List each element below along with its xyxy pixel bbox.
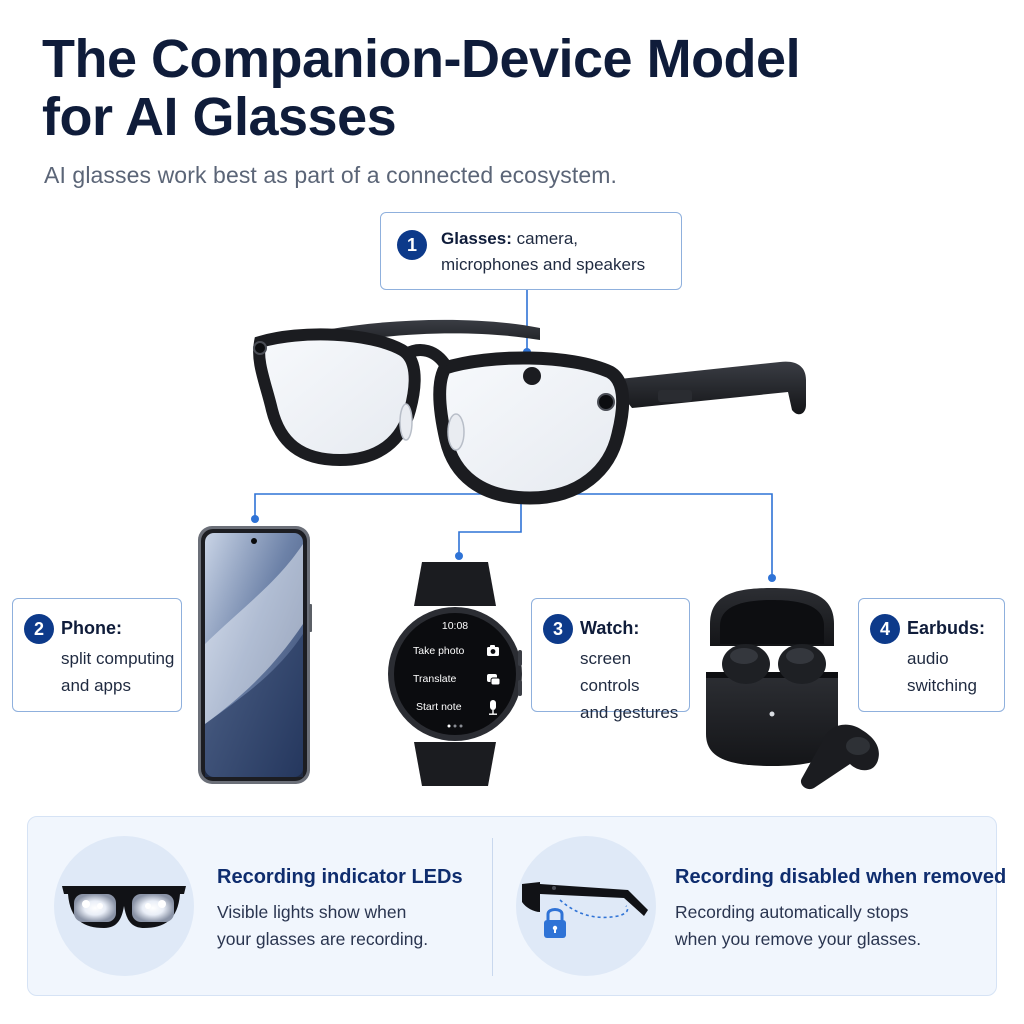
feature-desc-leds-line-2: your glasses are recording. [217,929,429,949]
watch-item-translate[interactable]: Translate [413,673,457,685]
callout-badge-3: 3 [543,614,573,644]
page-subtitle: AI glasses work best as part of a connec… [44,162,618,188]
title-line-2: for AI Glasses [42,87,397,147]
callout-phone-desc: split computing and apps [61,645,174,699]
phone-illustration [198,526,312,784]
camera-icon [487,645,499,656]
watch-time: 10:08 [441,620,469,632]
callout-phone: 2 Phone: split computing and apps [12,598,182,712]
smartwatch-illustration: 10:08 Take photo Translate Start note [388,562,522,786]
callout-watch-line-1: screen controls [580,649,640,695]
feature-desc-lock-line-1: Recording automatically stops [675,902,909,922]
callout-badge-2: 2 [24,614,54,644]
page-title: The Companion-Device Model for AI Glasse… [42,30,942,146]
callout-watch-line-2: and gestures [580,703,679,722]
callout-phone-line-2: and apps [61,676,131,695]
callout-watch: 3 Watch: screen controls and gestures [531,598,690,722]
connector-watch [458,500,522,556]
callout-phone-title: Phone: [61,618,122,638]
callout-watch-title: Watch: [580,618,640,638]
smart-glasses-illustration [253,319,806,505]
feature-title-leds: Recording indicator LEDs [217,866,463,888]
callout-glasses-line-2: microphones and speakers [441,255,646,274]
callout-glasses-line-1: Glasses: camera, [441,229,578,249]
watch-icons [447,645,501,728]
smartwatch-body [388,562,522,786]
callout-phone-line-1: split computing [61,649,175,668]
callout-glasses-title: Glasses: [441,229,512,248]
glasses-leds-icon [62,886,186,928]
feature-desc-leds-line-1: Visible lights show when [217,902,407,922]
callout-earbuds: 4 Earbuds: audio switching [858,598,1005,712]
feature-desc-leds: Visible lights show when your glasses ar… [217,899,428,953]
glasses-lock-icon [522,882,648,938]
earbuds-illustration [706,588,879,790]
callout-earbuds-title: Earbuds: [907,618,986,638]
panel-divider [492,838,493,976]
connector-dot-phone [251,515,259,523]
feature-title-lock: Recording disabled when removed [675,866,1007,888]
microphone-icon [489,700,497,715]
callout-earbuds-line-1: audio [907,649,949,668]
callout-glasses: 1 Glasses: camera, microphones and speak… [380,212,682,290]
callout-earbuds-desc: audio switching [907,645,977,699]
feature-desc-lock-line-2: when you remove your glasses. [675,929,922,949]
callout-badge-1: 1 [397,230,427,260]
callout-badge-4: 4 [870,614,900,644]
feature-desc-lock: Recording automatically stops when you r… [675,899,921,953]
callout-glasses-line-1-rest: camera, [511,229,579,248]
chat-icon [487,674,501,686]
watch-item-take-photo[interactable]: Take photo [413,645,465,657]
watch-item-start-note[interactable]: Start note [416,701,462,713]
callout-watch-desc: screen controls and gestures [580,645,689,726]
connector-dot-watch [455,552,463,560]
callout-earbuds-line-2: switching [907,676,977,695]
title-line-1: The Companion-Device Model [42,29,801,89]
connector-dot-earbuds [768,574,776,582]
